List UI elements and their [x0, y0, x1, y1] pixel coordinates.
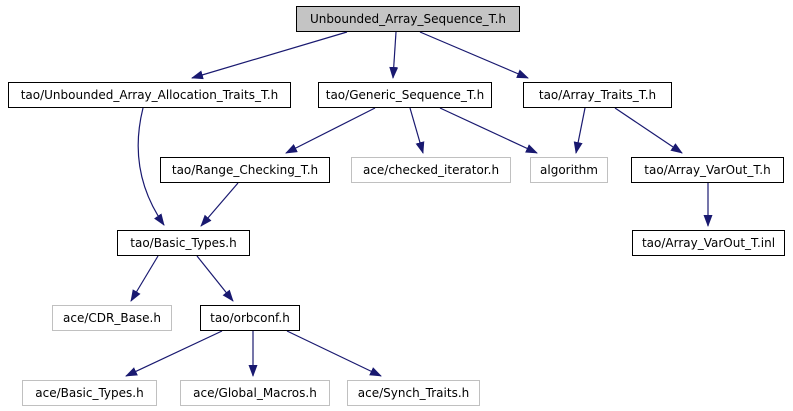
- graph-node-global-macros-h: ace/Global_Macros.h: [180, 380, 330, 406]
- graph-node-orbconf-h[interactable]: tao/orbconf.h: [200, 305, 300, 331]
- edge-generic-sequence-t-h-to-checked-iterator-h: [409, 107, 425, 154]
- graph-node-ace-basic-types-h: ace/Basic_Types.h: [22, 380, 157, 406]
- graph-node-array-traits-t-h[interactable]: tao/Array_Traits_T.h: [523, 82, 672, 108]
- graph-node-range-checking-t-h[interactable]: tao/Range_Checking_T.h: [160, 157, 330, 183]
- edge-unbounded-array-sequence-t-h-to-generic-sequence-t-h: [389, 31, 399, 79]
- graph-node-cdr-base-h: ace/CDR_Base.h: [52, 305, 172, 331]
- edge-array-traits-t-h-to-array-varout-t-h: [614, 107, 683, 154]
- graph-node-basic-types-t-h[interactable]: tao/Basic_Types.h: [117, 230, 250, 256]
- edge-basic-types-t-h-to-orbconf-h: [196, 255, 234, 302]
- edge-generic-sequence-t-h-to-range-checking-t-h: [285, 107, 376, 154]
- graph-node-generic-sequence-t-h[interactable]: tao/Generic_Sequence_T.h: [318, 82, 492, 108]
- edge-array-traits-t-h-to-algorithm: [573, 107, 586, 154]
- graph-node-algorithm: algorithm: [530, 157, 608, 183]
- graph-node-unbounded-array-allocation-traits-t-h[interactable]: tao/Unbounded_Array_Allocation_Traits_T.…: [8, 82, 291, 108]
- graph-node-unbounded-array-sequence-t-h: Unbounded_Array_Sequence_T.h: [296, 6, 520, 32]
- edge-basic-types-t-h-to-cdr-base-h: [130, 255, 159, 302]
- graph-node-array-varout-t-h[interactable]: tao/Array_VarOut_T.h: [631, 157, 784, 183]
- graph-node-synch-traits-h: ace/Synch_Traits.h: [347, 380, 480, 406]
- edge-generic-sequence-t-h-to-algorithm: [439, 107, 538, 154]
- graph-node-checked-iterator-h: ace/checked_iterator.h: [351, 157, 511, 183]
- graph-node-array-varout-t-inl[interactable]: tao/Array_VarOut_T.inl: [632, 230, 785, 256]
- edge-orbconf-h-to-ace-basic-types-h: [125, 330, 223, 377]
- edge-orbconf-h-to-synch-traits-h: [286, 330, 382, 377]
- edge-unbounded-array-sequence-t-h-to-array-traits-t-h: [419, 31, 529, 79]
- edge-range-checking-t-h-to-basic-types-t-h: [200, 182, 239, 227]
- edge-unbounded-array-sequence-t-h-to-unbounded-array-allocation-traits-t-h: [191, 31, 348, 80]
